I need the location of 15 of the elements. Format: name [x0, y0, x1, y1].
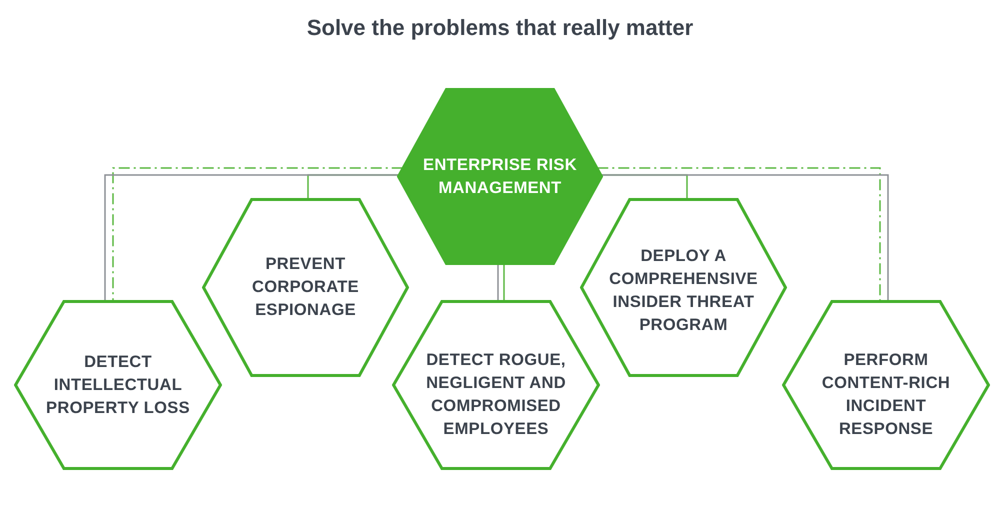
- node-label: PREVENT CORPORATE ESPIONAGE: [251, 254, 360, 321]
- hexagon-node: [782, 300, 990, 470]
- hexagon-node: [202, 198, 409, 377]
- hexagon-node: [392, 300, 600, 470]
- node-label: ENTERPRISE RISK MANAGEMENT: [422, 154, 578, 198]
- node-label: DEPLOY A COMPREHENSIVE INSIDER THREAT PROGRAM: [608, 246, 759, 336]
- diagram-title: Solve the problems that really matter: [306, 15, 694, 40]
- hexagon-node: [14, 300, 222, 470]
- node-label: DETECT INTELLECTUAL PROPERTY LOSS: [45, 352, 191, 418]
- node-label: PERFORM CONTENT-RICH INCIDENT RESPONSE: [820, 350, 952, 440]
- hexagon-node: [580, 198, 787, 377]
- connector-line: [497, 264, 499, 301]
- connector-line: [503, 264, 505, 301]
- node-label: DETECT ROGUE, NEGLIGENT AND COMPROMISED EMPLOYEES: [425, 350, 567, 440]
- hexagon-node: [397, 88, 603, 265]
